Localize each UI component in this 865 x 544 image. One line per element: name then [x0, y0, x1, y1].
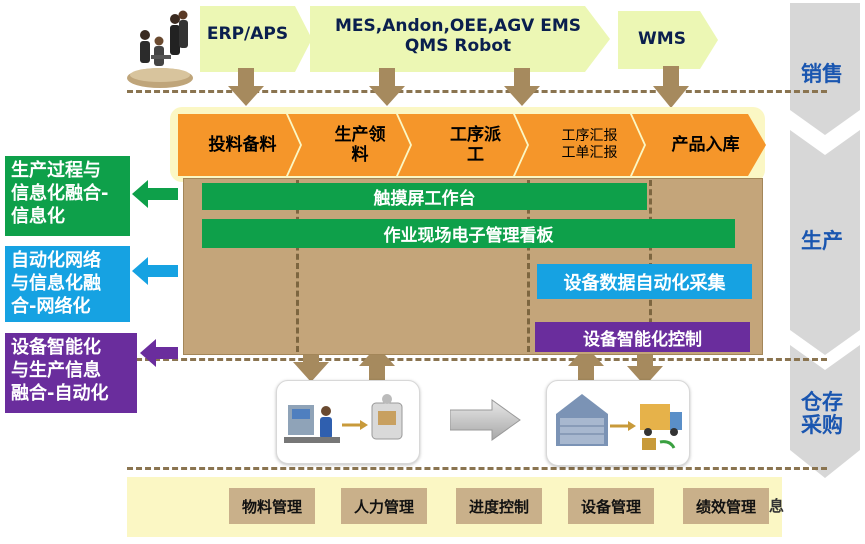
process-step-4-line2: 工单汇报	[561, 145, 618, 161]
integration-automation: 设备智能化 与生产信息 融合-自动化	[5, 333, 137, 413]
separator-production	[127, 358, 827, 361]
progress-control: 进度控制	[456, 488, 542, 524]
system-arrows	[200, 6, 610, 72]
system-mes-line2: QMS Robot	[404, 36, 512, 56]
integration-automation-line2: 与生产信息	[11, 360, 101, 382]
process-step-4: 工序汇报 工单汇报	[532, 114, 647, 176]
integration-networking: 自动化网络 与信息化融 合-网络化	[5, 246, 130, 322]
stage-production: 生产	[801, 229, 843, 253]
separator-warehouse	[127, 467, 827, 470]
integration-informatization-line1: 生产过程与	[11, 160, 101, 181]
kanban-bar: 作业现场电子管理看板	[202, 219, 735, 248]
hr-management: 人力管理	[341, 488, 427, 524]
process-step-5: 产品入库	[671, 134, 740, 155]
factory-workers-icon	[284, 394, 403, 443]
stage-warehouse: 仓存 采购	[787, 390, 857, 438]
touchscreen-bar: 触摸屏工作台	[202, 183, 647, 210]
warehouse-delivery-icon	[556, 394, 682, 450]
panel-divider-2	[527, 180, 530, 352]
wms-arrow	[618, 11, 718, 69]
blue-left-arrow	[132, 257, 178, 285]
system-wms: WMS	[638, 29, 686, 50]
process-steps-shapes	[178, 114, 766, 176]
integration-networking-line3: 合-网络化	[11, 296, 91, 318]
integration-automation-line1: 设备智能化	[11, 337, 101, 358]
flow-right-arrow	[450, 399, 521, 441]
integration-informatization-line2: 信息化融合-	[11, 183, 109, 205]
stage-sales: 销售	[801, 62, 843, 86]
production-chevron	[790, 130, 860, 355]
sales-chevron	[790, 3, 860, 135]
purple-left-arrow	[140, 339, 178, 367]
process-step-2: 生产领 料	[305, 114, 415, 176]
integration-networking-line2: 与信息化融	[11, 273, 101, 295]
device-control-bar: 设备智能化控制	[535, 322, 750, 352]
panel-divider-1	[296, 180, 299, 352]
separator-sales	[127, 90, 827, 93]
equipment-management: 设备管理	[568, 488, 654, 524]
integration-informatization: 生产过程与 信息化融合- 信息化	[5, 156, 130, 236]
process-step-3-line2: 工	[467, 145, 484, 165]
business-people-icon	[127, 10, 193, 88]
data-collection-bar: 设备数据自动化采集	[537, 264, 752, 299]
material-management: 物料管理	[229, 488, 315, 524]
process-step-3-line1: 工序派	[450, 124, 501, 145]
performance-management: 绩效管理	[683, 488, 769, 524]
process-step-2-line1: 生产领	[334, 124, 386, 145]
integration-automation-line3: 融合-自动化	[11, 383, 109, 405]
stage-warehouse-line2: 采购	[801, 413, 843, 438]
stage-chevrons	[790, 3, 860, 478]
integration-networking-line1: 自动化网络	[11, 250, 101, 271]
process-step-2-line2: 料	[351, 145, 369, 165]
management-tail-text: 息	[769, 497, 785, 515]
process-step-1: 投料备料	[208, 134, 277, 155]
left-arrows	[132, 180, 178, 367]
process-step-3: 工序派 工	[418, 114, 533, 176]
process-step-4-line1: 工序汇报	[561, 128, 618, 145]
system-mes: MES,Andon,OEE,AGV EMS QMS Robot	[318, 12, 598, 62]
stage-warehouse-line1: 仓存	[801, 390, 843, 414]
integration-informatization-line3: 信息化	[11, 206, 65, 228]
system-erp: ERP/APS	[206, 24, 289, 45]
green-left-arrow	[132, 180, 178, 208]
warehouse-chevron	[790, 345, 860, 478]
system-mes-line1: MES,Andon,OEE,AGV EMS	[335, 16, 581, 37]
